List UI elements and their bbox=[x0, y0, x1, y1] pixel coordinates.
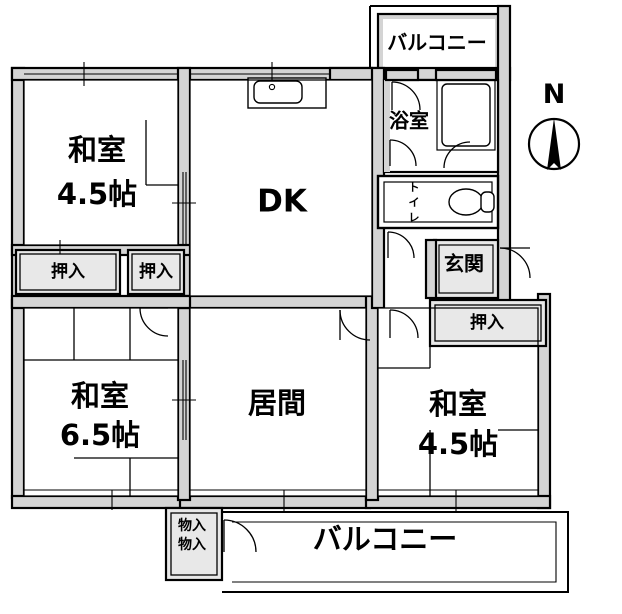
room-label-washitsu-6-5: 和室 bbox=[71, 379, 129, 413]
room-washitsu-bottom-right[interactable] bbox=[378, 309, 538, 512]
closet-label-oshiire-3: 押入 bbox=[470, 312, 504, 333]
room-label-bathroom: 浴室 bbox=[389, 109, 429, 133]
closet-monoire[interactable] bbox=[164, 506, 257, 582]
room-label-washitsu-4-5-top: 和室 bbox=[68, 133, 126, 167]
room-size-washitsu-6-5: 6.5帖 bbox=[60, 418, 140, 452]
compass-needle-icon bbox=[547, 118, 561, 170]
closet-label-monoire: 物入 bbox=[178, 536, 206, 553]
room-living[interactable] bbox=[172, 309, 371, 512]
room-label-dk: DK bbox=[257, 184, 308, 220]
toilet-tank-icon bbox=[480, 191, 495, 213]
room-genkan[interactable] bbox=[424, 238, 531, 300]
toilet-char-3: レ bbox=[409, 211, 420, 224]
room-label-washitsu-4-5-bottom: 和室 bbox=[429, 387, 487, 421]
room-size-washitsu-4-5-bottom: 4.5帖 bbox=[418, 427, 498, 461]
room-washitsu-bottom-left[interactable] bbox=[24, 308, 178, 510]
compass-rose: N bbox=[527, 79, 581, 171]
room-label-living: 居間 bbox=[248, 386, 306, 420]
toilet-char-2: イ bbox=[409, 196, 420, 209]
compass-north-label: N bbox=[543, 79, 566, 110]
room-label-toilet: ト イ レ bbox=[409, 181, 420, 224]
monoire-char-1: 物入 bbox=[178, 517, 206, 534]
balcony-label-south: バルコニー bbox=[313, 522, 457, 556]
room-label-genkan: 玄関 bbox=[444, 252, 484, 276]
room-washitsu-top-left[interactable] bbox=[24, 62, 178, 186]
toilet-char-1: ト bbox=[409, 181, 420, 194]
room-size-washitsu-4-5-top: 4.5帖 bbox=[57, 177, 137, 211]
closet-label-oshiire-2: 押入 bbox=[139, 261, 173, 282]
room-interiors bbox=[24, 80, 538, 496]
closet-oshiire-1[interactable] bbox=[14, 240, 122, 296]
bathtub-icon bbox=[441, 83, 491, 147]
closet-label-oshiire-1: 押入 bbox=[51, 261, 85, 282]
balcony-label-north: バルコニー bbox=[387, 31, 487, 55]
sink-drain-icon bbox=[268, 83, 276, 91]
room-bathroom[interactable] bbox=[382, 68, 500, 174]
closet-label-monoire-group: 物入 bbox=[178, 517, 206, 534]
wall-outlines bbox=[23, 79, 539, 497]
toilet-icon bbox=[448, 188, 484, 216]
balcony-north-structure bbox=[369, 5, 506, 78]
closet-oshiire-2[interactable] bbox=[126, 248, 186, 337]
sink-icon bbox=[253, 80, 303, 104]
balcony-south-structure bbox=[222, 511, 569, 593]
room-dk[interactable] bbox=[172, 62, 330, 245]
room-toilet[interactable] bbox=[376, 174, 500, 259]
